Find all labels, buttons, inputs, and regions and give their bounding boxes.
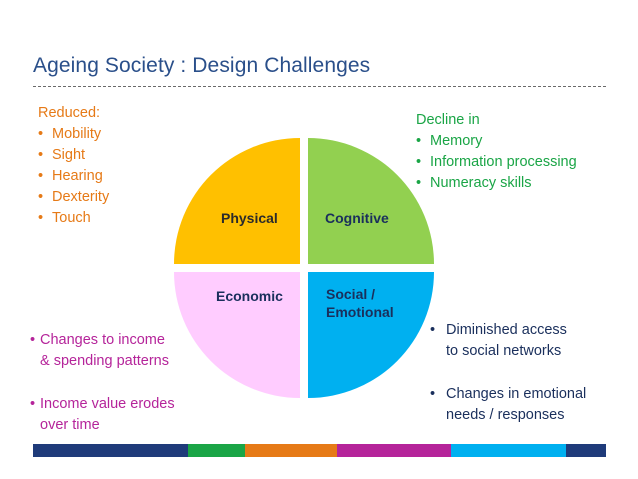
list-item: Information processing xyxy=(416,152,577,173)
item-line: needs / responses xyxy=(446,407,565,423)
cognitive-heading: Decline in xyxy=(416,112,480,128)
list-item: Touch xyxy=(38,208,109,229)
economic-challenges: Changes to income & spending patterns In… xyxy=(30,330,175,458)
physical-challenges: Reduced: Mobility Sight Hearing Dexterit… xyxy=(38,103,109,229)
physical-quadrant xyxy=(174,138,300,264)
list-item: Memory xyxy=(416,131,577,152)
physical-quadrant-label: Physical xyxy=(221,210,278,226)
social-list: Diminished access to social networks Cha… xyxy=(430,320,586,426)
list-item: Changes in emotional needs / responses xyxy=(430,384,586,426)
cognitive-quadrant-label: Cognitive xyxy=(325,210,389,226)
list-item: Sight xyxy=(38,145,109,166)
item-line: Changes in emotional xyxy=(446,386,587,402)
list-item: Changes to income & spending patterns xyxy=(30,330,175,372)
footer-color-bar xyxy=(33,444,606,457)
item-line: Changes to income xyxy=(40,332,165,348)
social-quadrant xyxy=(308,272,434,398)
list-item: Mobility xyxy=(38,124,109,145)
list-item: Numeracy skills xyxy=(416,173,577,194)
list-item: Hearing xyxy=(38,166,109,187)
cognitive-list: Memory Information processing Numeracy s… xyxy=(416,131,577,194)
cognitive-quadrant xyxy=(308,138,434,264)
list-item: Dexterity xyxy=(38,187,109,208)
economic-quadrant xyxy=(174,272,300,398)
economic-quadrant-label: Economic xyxy=(216,288,283,304)
item-line: & spending patterns xyxy=(40,353,169,369)
item-line: over time xyxy=(40,417,100,433)
physical-heading: Reduced: xyxy=(38,105,101,121)
footer-color-segment xyxy=(565,444,606,457)
list-item: Income value erodes over time xyxy=(30,394,175,436)
footer-color-segment xyxy=(33,444,188,457)
list-item: Diminished access to social networks xyxy=(430,320,586,362)
title-divider xyxy=(33,86,606,87)
item-line: to social networks xyxy=(446,343,562,359)
footer-color-segment xyxy=(336,444,452,457)
item-line: Diminished access xyxy=(446,322,567,338)
footer-color-segment xyxy=(245,444,337,457)
item-line: Income value erodes xyxy=(40,396,175,412)
social-label-line1: Social / xyxy=(326,286,376,302)
footer-color-segment xyxy=(451,444,566,457)
cognitive-challenges: Decline in Memory Information processing… xyxy=(416,110,577,194)
social-label-line2: Emotional xyxy=(326,304,394,320)
economic-list: Changes to income & spending patterns In… xyxy=(30,330,175,436)
social-quadrant-label: Social / Emotional xyxy=(326,285,394,321)
footer-color-segment xyxy=(187,444,245,457)
social-challenges: Diminished access to social networks Cha… xyxy=(430,320,586,448)
physical-list: Mobility Sight Hearing Dexterity Touch xyxy=(38,124,109,229)
page-title: Ageing Society : Design Challenges xyxy=(33,54,371,77)
